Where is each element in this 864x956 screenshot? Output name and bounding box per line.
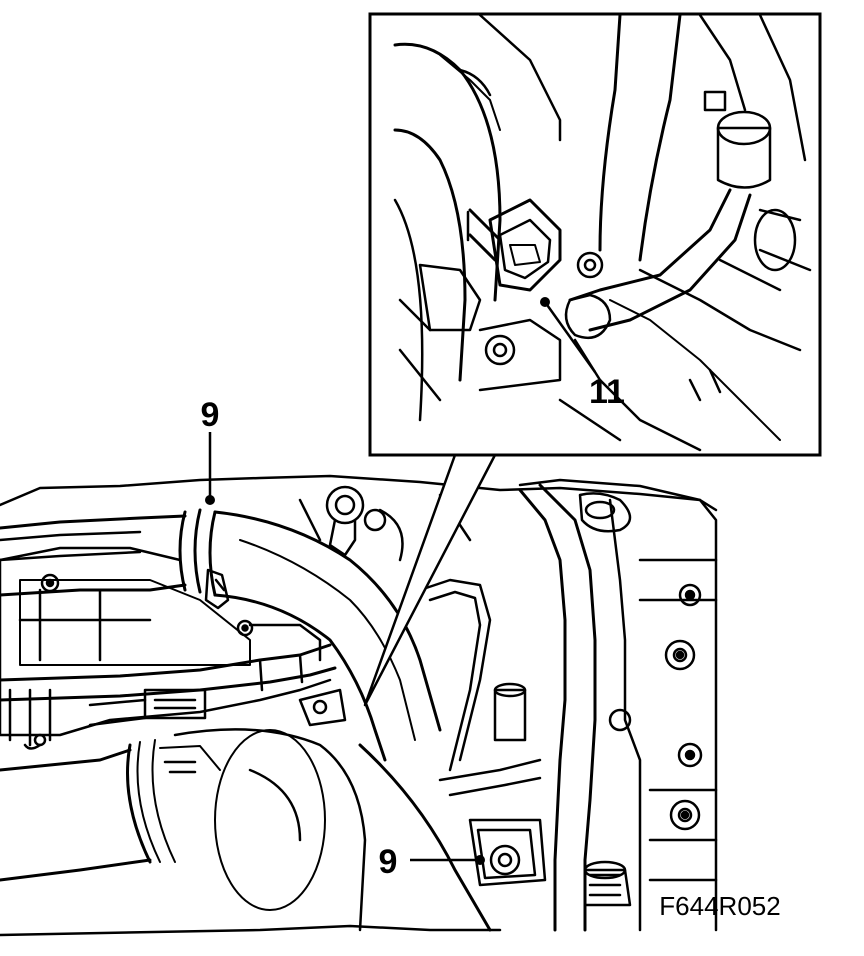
- figure-code: F644R052: [659, 891, 780, 921]
- callout-11-label: 11: [589, 373, 625, 411]
- callout-9-lower: 9: [379, 843, 485, 881]
- detail-inset: [368, 12, 822, 457]
- callout-9-upper-label: 9: [201, 396, 220, 434]
- callout-9-upper: 9: [201, 396, 220, 505]
- callout-11: 11: [589, 373, 625, 411]
- engine-bay-main-view: [0, 474, 718, 937]
- callout-9-lower-label: 9: [379, 843, 398, 881]
